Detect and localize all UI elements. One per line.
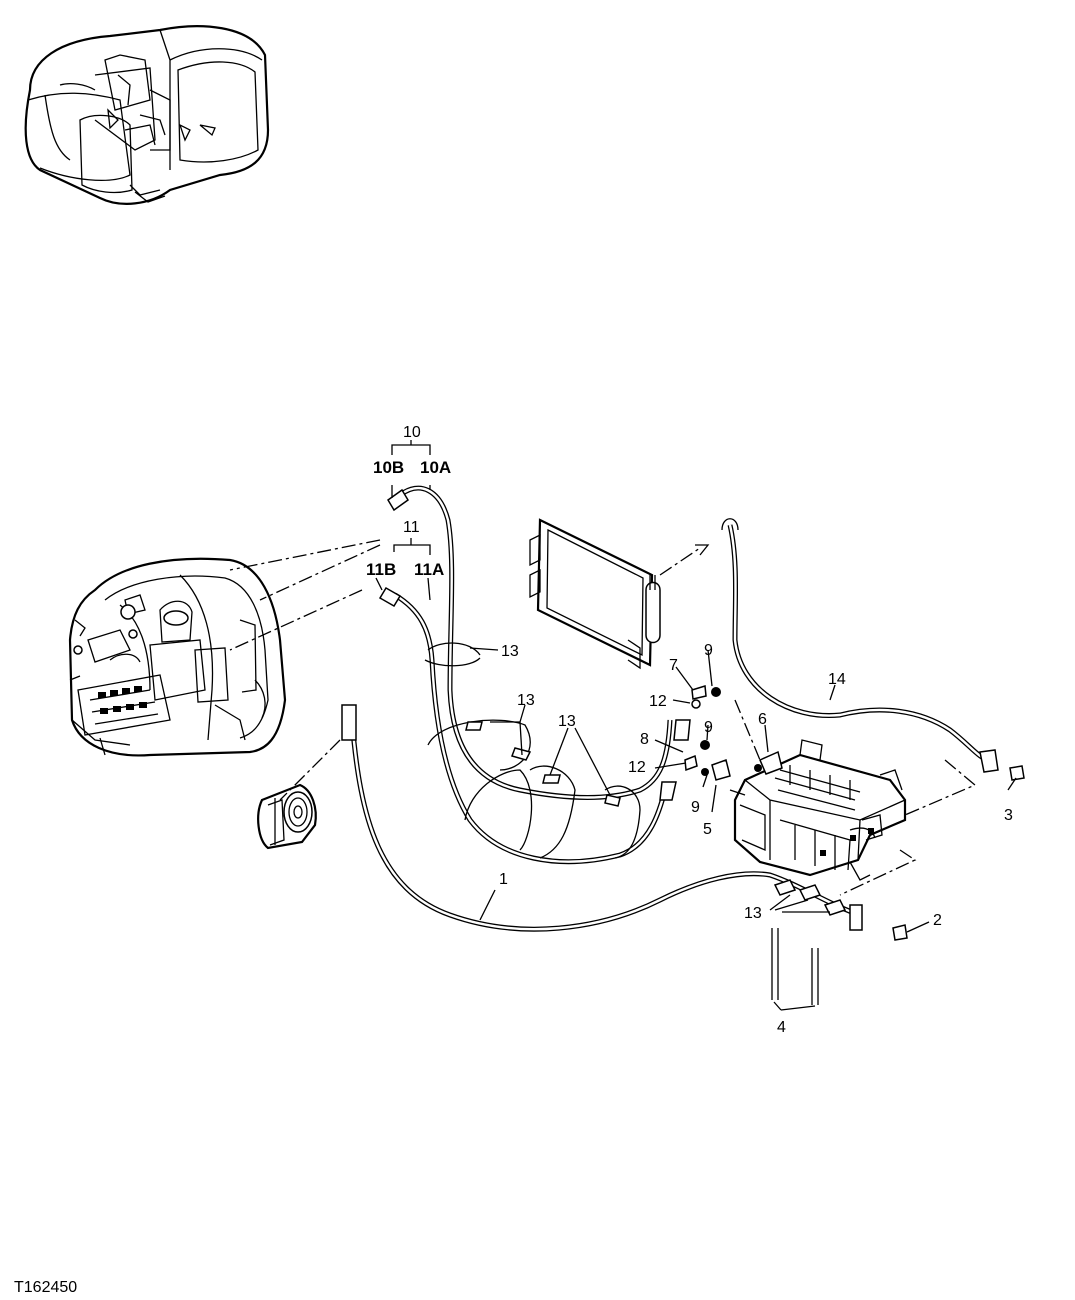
callout-4: 4 [777,1019,786,1036]
leader-lines [375,440,1017,1011]
callout-7: 7 [669,657,678,674]
condenser [529,518,710,670]
callout-5: 5 [703,821,712,838]
callout-9-bottom: 9 [691,799,700,816]
ac-compressor [257,783,317,850]
callout-12-top: 12 [649,693,667,710]
callout-labels: 10 10B 10A 11 11B 11A 13 13 13 7 9 12 9 … [14,424,1013,1296]
callout-13-middle: 13 [517,692,535,709]
air-conditioner-unit [729,739,907,881]
callout-10b: 10B [373,458,404,477]
figure-id: T162450 [14,1279,77,1296]
callout-13-lower: 13 [744,905,762,922]
callout-8: 8 [640,731,649,748]
band-clamps [424,642,847,916]
callout-9-middle: 9 [704,719,713,736]
callout-11b: 11B [366,560,396,579]
callout-6: 6 [758,711,767,728]
callout-3: 3 [1004,807,1013,824]
callout-10a: 10A [420,458,451,477]
callout-10: 10 [403,424,421,441]
callout-1: 1 [499,871,508,888]
callout-2: 2 [933,912,942,929]
callout-11a: 11A [414,560,444,579]
reference-lines [229,539,977,896]
callout-12-bottom: 12 [628,759,646,776]
small-fittings [684,685,1025,1005]
callout-13-right: 13 [558,713,576,730]
callout-14: 14 [828,671,846,688]
engine-assembly [68,557,287,757]
callout-9-top: 9 [704,642,713,659]
machine-overview-illustration [24,25,270,205]
hoses [341,485,999,932]
callout-13-upper: 13 [501,643,519,660]
callout-11: 11 [403,519,420,536]
